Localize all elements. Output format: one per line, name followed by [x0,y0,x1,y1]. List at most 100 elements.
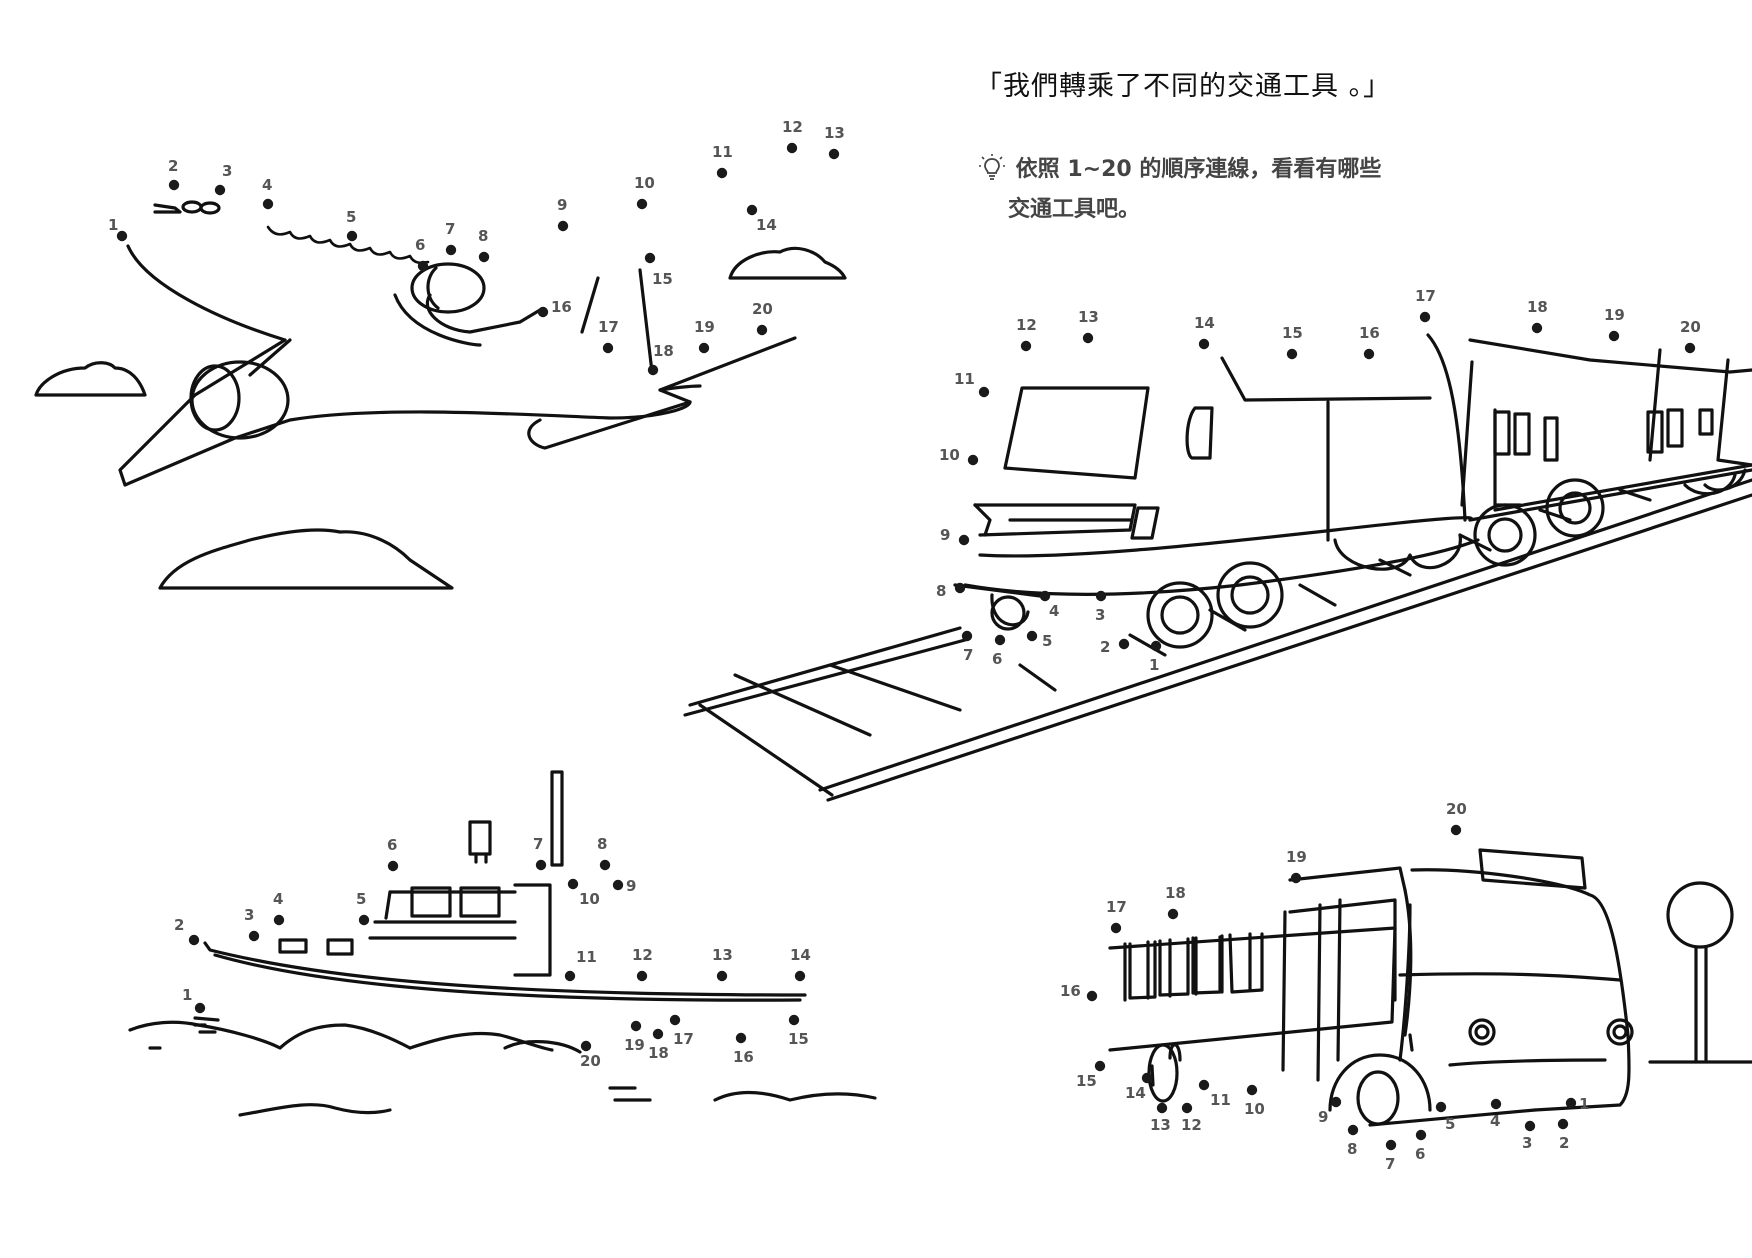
train-dot-label-6: 6 [992,650,1002,668]
bus-dot-label-12: 12 [1181,1116,1202,1134]
boat-dot-20 [580,1040,592,1052]
airplane-dot-label-8: 8 [478,227,488,245]
boat-dot-17 [669,1014,681,1026]
bus-dot-8 [1347,1124,1359,1136]
train-dot-7 [961,630,973,642]
train-dot-2 [1118,638,1130,650]
bus-dot-6 [1415,1129,1427,1141]
airplane-dot-3 [214,184,226,196]
airplane-dot-label-15: 15 [652,270,673,288]
bus-dot-14 [1141,1072,1153,1084]
airplane-dot-7 [445,244,457,256]
airplane-dot-label-14: 14 [756,216,777,234]
bus-dot-15 [1094,1060,1106,1072]
bus-dot-label-9: 9 [1318,1108,1328,1126]
train-dot-1 [1150,640,1162,652]
airplane-dot-label-9: 9 [557,196,567,214]
boat-dot-7 [535,859,547,871]
bus-dot-17 [1110,922,1122,934]
bus-dot-label-6: 6 [1415,1145,1425,1163]
bus-dot-label-3: 3 [1522,1134,1532,1152]
train-dot-label-5: 5 [1042,632,1052,650]
boat-dot-14 [794,970,806,982]
boat-dot-label-18: 18 [648,1044,669,1062]
boat-dot-label-19: 19 [624,1036,645,1054]
bus-dot-label-14: 14 [1125,1084,1146,1102]
bus-dot-11 [1198,1079,1210,1091]
bus-dot-label-18: 18 [1165,884,1186,902]
train-dot-8 [954,582,966,594]
train-dot-17 [1419,311,1431,323]
boat-dot-11 [564,970,576,982]
boat-dot-label-15: 15 [788,1030,809,1048]
airplane-dot-16 [537,306,549,318]
airplane-dot-label-7: 7 [445,220,455,238]
boat-dot-18 [652,1028,664,1040]
boat-dot-label-2: 2 [174,916,184,934]
bus-dot-16 [1086,990,1098,1002]
boat-dot-4 [273,914,285,926]
airplane-dot-2 [168,179,180,191]
airplane-dot-8 [478,251,490,263]
bus-dot-label-5: 5 [1445,1115,1455,1133]
train-dot-label-7: 7 [963,646,973,664]
bus-dot-20 [1450,824,1462,836]
boat-dot-2 [188,934,200,946]
boat-dot-19 [630,1020,642,1032]
airplane-dot-label-12: 12 [782,118,803,136]
bus-dot-label-19: 19 [1286,848,1307,866]
bus-dot-label-16: 16 [1060,982,1081,1000]
boat-dot-10 [567,878,579,890]
bus-dot-19 [1290,872,1302,884]
airplane-dot-label-17: 17 [598,318,619,336]
airplane-dot-label-20: 20 [752,300,773,318]
train-dot-10 [967,454,979,466]
airplane-dot-label-10: 10 [634,174,655,192]
bus-dot-7 [1385,1139,1397,1151]
boat-dot-12 [636,970,648,982]
boat-dot-16 [735,1032,747,1044]
boat-dot-label-6: 6 [387,836,397,854]
bus-dot-5 [1435,1101,1447,1113]
train-dot-15 [1286,348,1298,360]
train-dot-18 [1531,322,1543,334]
train-dot-label-19: 19 [1604,306,1625,324]
airplane-dot-label-5: 5 [346,208,356,226]
bus-dot-13 [1156,1102,1168,1114]
airplane-dot-5 [346,230,358,242]
bus-dot-label-8: 8 [1347,1140,1357,1158]
airplane-dot-4 [262,198,274,210]
boat-dot-label-13: 13 [712,946,733,964]
bus-dot-3 [1524,1120,1536,1132]
boat-dot-13 [716,970,728,982]
airplane-dot-label-16: 16 [551,298,572,316]
bus-dot-label-11: 11 [1210,1091,1231,1109]
airplane-dot-18 [647,364,659,376]
airplane-dot-15 [644,252,656,264]
bus-dot-1 [1565,1097,1577,1109]
boat-dot-9 [612,879,624,891]
train-drawing [683,333,1752,802]
airplane-dot-6 [417,260,429,272]
train-dot-label-2: 2 [1100,638,1110,656]
airplane-dot-label-2: 2 [168,157,178,175]
airplane-dot-13 [828,148,840,160]
airplane-dot-17 [602,342,614,354]
boat-dot-label-3: 3 [244,906,254,924]
train-dot-label-16: 16 [1359,324,1380,342]
train-dot-19 [1608,330,1620,342]
boat-dot-label-16: 16 [733,1048,754,1066]
train-dot-12 [1020,340,1032,352]
airplane-dot-label-4: 4 [262,176,272,194]
airplane-dot-label-18: 18 [653,342,674,360]
instructions: 依照 1~20 的順序連線，看看有哪些 交通工具吧。 [978,150,1438,230]
boat-dot-label-20: 20 [580,1052,601,1070]
airplane-dot-1 [116,230,128,242]
train-dot-13 [1082,332,1094,344]
train-dot-4 [1039,590,1051,602]
